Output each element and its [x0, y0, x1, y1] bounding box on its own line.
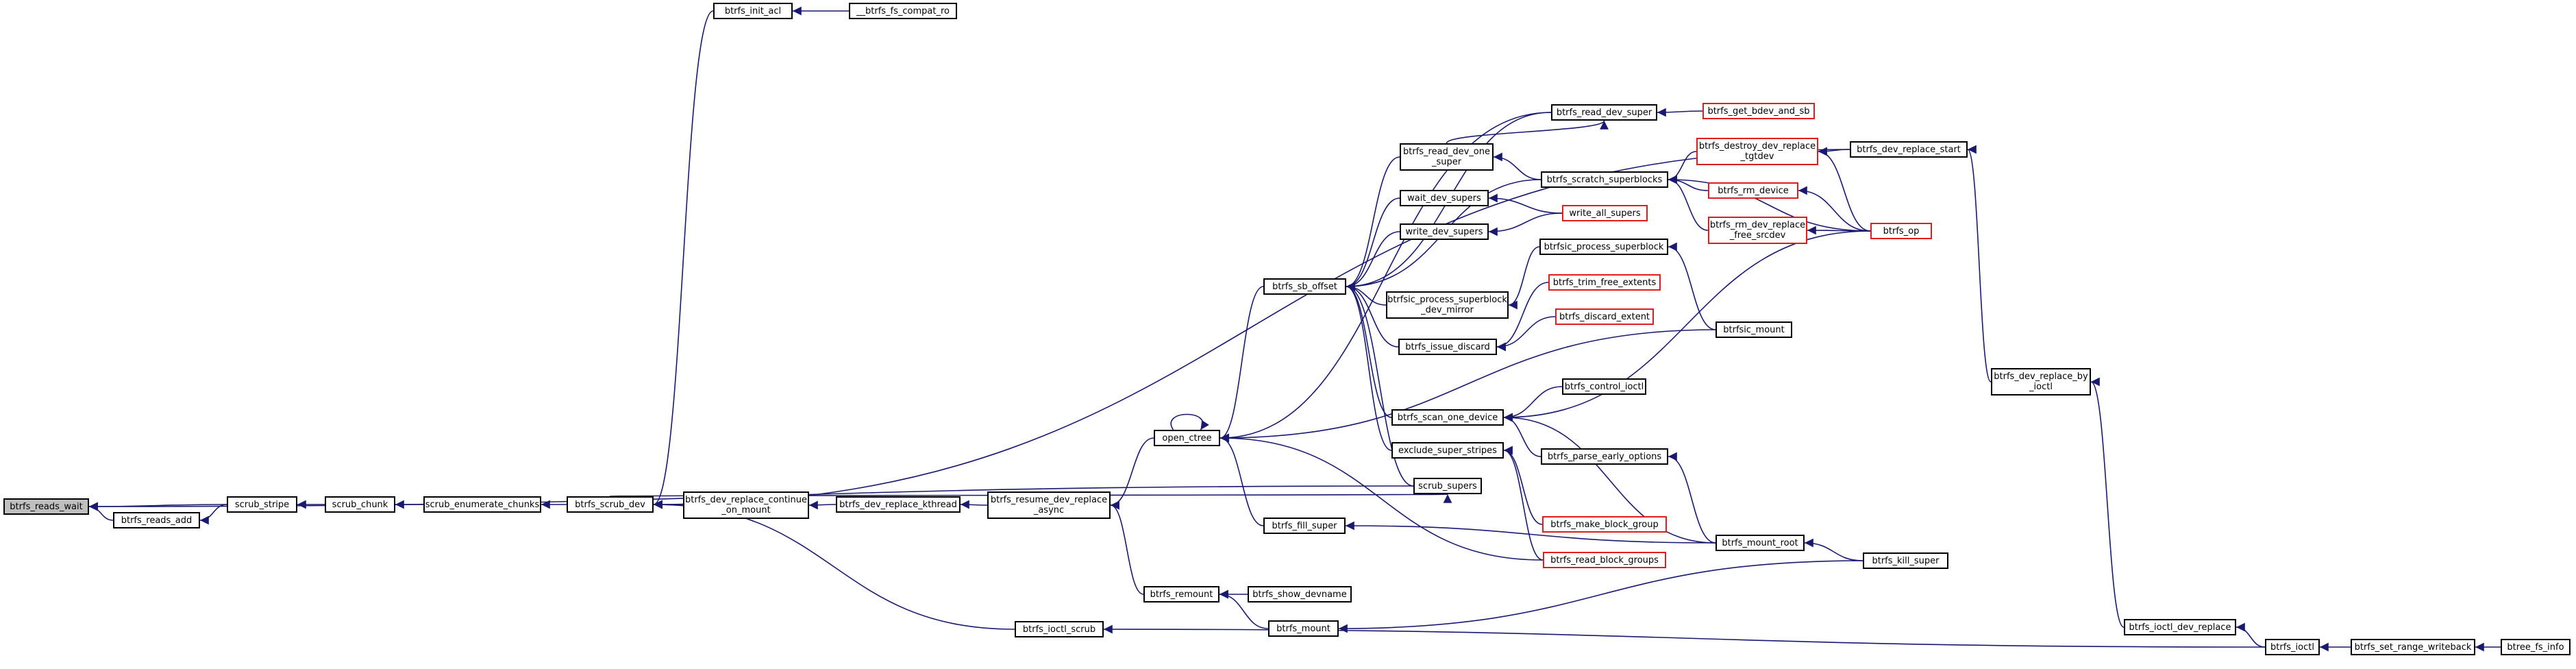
node-btrfs-issue-discard[interactable]: btrfs_issue_discard	[1398, 339, 1497, 355]
node-btrfs-resume-dev-replace-async[interactable]: btrfs_resume_dev_replace _async	[987, 491, 1111, 519]
edge-btrfs-fill-super-to-open-ctree	[1219, 433, 1264, 526]
edge-btrfs-ioctl-to-btrfs-ioctl-dev-replace	[2236, 622, 2266, 648]
node-btrfs-scratch-superblocks[interactable]: btrfs_scratch_superblocks	[1541, 171, 1668, 188]
node-btrfs-ioctl[interactable]: btrfs_ioctl	[2265, 639, 2320, 655]
edge-btrfs-read-dev-one-super-to-btrfs-read-dev-super	[1446, 120, 1609, 144]
node-btrfs-reads-wait[interactable]: btrfs_reads_wait	[3, 498, 89, 515]
edge-btrfs-scratch-superblocks-to-btrfs-read-dev-one-super	[1493, 152, 1541, 180]
node-btrfsic-process-superblock-dev-mirror[interactable]: btrfsic_process_superblock _dev_mirror	[1386, 291, 1509, 319]
node-btrfs-destroy-dev-replace-tgtdev[interactable]: btrfs_destroy_dev_replace _tgtdev	[1696, 138, 1818, 165]
node-btrfs-op[interactable]: btrfs_op	[1870, 223, 1932, 239]
edge-scrub-stripe-to-btrfs-reads-add	[199, 504, 227, 525]
node-btrfs-parse-early-options[interactable]: btrfs_parse_early_options	[1541, 448, 1668, 465]
node-btrfs-set-range-writeback[interactable]: btrfs_set_range_writeback	[2351, 639, 2475, 655]
node-btrfs-dev-replace-continue-on-mount[interactable]: btrfs_dev_replace_continue _on_mount	[683, 491, 809, 519]
edge-btrfs-op-to-btrfs-rm-dev-replace-free-srcdev	[1807, 226, 1871, 235]
node-write-dev-supers[interactable]: write_dev_supers	[1400, 223, 1489, 240]
node---btrfs-fs-compat-ro[interactable]: __btrfs_fs_compat_ro	[849, 3, 957, 19]
edge-write-all-supers-to-wait-dev-supers	[1488, 193, 1563, 214]
node-btrfs-init-acl[interactable]: btrfs_init_acl	[713, 3, 793, 19]
edge-btrfs-op-to-btrfs-rm-device	[1798, 186, 1871, 232]
node-open-ctree[interactable]: open_ctree	[1154, 430, 1220, 446]
node-btrfs-read-block-groups[interactable]: btrfs_read_block_groups	[1543, 552, 1666, 568]
edge-btrfs-make-block-group-to-exclude-super-stripes	[1503, 446, 1543, 525]
node-scrub-stripe[interactable]: scrub_stripe	[227, 496, 297, 513]
edge-btrfs-mount-to-btrfs-remount	[1219, 589, 1269, 629]
edge-btrfs-read-block-groups-to-exclude-super-stripes	[1503, 446, 1544, 561]
edge-btrfs-discard-extent-to-btrfs-issue-discard	[1496, 316, 1556, 352]
node-btrfs-dev-replace-by-ioctl[interactable]: btrfs_dev_replace_by _ioctl	[1991, 368, 2091, 396]
edge-btrfs-destroy-dev-replace-tgtdev-to-btrfs-scratch-superblocks	[1668, 151, 1697, 184]
edge-btrfs-sb-offset-to-open-ctree	[1219, 286, 1264, 443]
edge-btrfsic-process-superblock-to-btrfsic-process-superblock-dev-mirror	[1508, 246, 1540, 310]
edges	[88, 6, 2501, 652]
node-scrub-supers[interactable]: scrub_supers	[1413, 478, 1482, 494]
node-exclude-super-stripes[interactable]: exclude_super_stripes	[1391, 442, 1504, 459]
node-btrfs-dev-replace-start[interactable]: btrfs_dev_replace_start	[1850, 141, 1968, 158]
node-btrfs-fill-super[interactable]: btrfs_fill_super	[1263, 518, 1346, 534]
edge-btrfs-resume-dev-replace-async-to-btrfs-dev-replace-kthread	[960, 500, 988, 509]
node-btrfs-rm-dev-replace-free-srcdev[interactable]: btrfs_rm_dev_replace _free_srcdev	[1708, 217, 1807, 244]
edge-btrfs-read-dev-super-to-open-ctree	[1219, 112, 1552, 443]
edge-btrfs-parse-early-options-to-btrfs-scan-one-device	[1503, 413, 1541, 457]
node-btrfs-scan-one-device[interactable]: btrfs_scan_one_device	[1391, 409, 1504, 426]
node-btrfsic-mount[interactable]: btrfsic_mount	[1716, 321, 1792, 338]
edge-btrfs-kill-super-to-btrfs-mount	[1338, 560, 1863, 633]
edge-btrfs-remount-to-btrfs-resume-dev-replace-async	[1110, 500, 1144, 595]
node-scrub-enumerate-chunks[interactable]: scrub_enumerate_chunks	[423, 496, 541, 513]
node-btree-fs-info[interactable]: btree_fs_info	[2501, 639, 2571, 655]
edge-btrfs-ioctl-scrub-to-btrfs-scrub-dev	[653, 500, 1015, 630]
edge-btrfs-dev-replace-start-to-btrfs-scrub-dev	[653, 149, 1850, 509]
node-wait-dev-supers[interactable]: wait_dev_supers	[1400, 190, 1489, 206]
node-btrfs-mount[interactable]: btrfs_mount	[1268, 620, 1339, 637]
edge-btrfs-kill-super-to-btrfs-mount-root	[1804, 538, 1863, 561]
edge-btrfs-control-ioctl-to-btrfs-scan-one-device	[1503, 386, 1563, 422]
node-btrfs-control-ioctl[interactable]: btrfs_control_ioctl	[1562, 378, 1646, 395]
edge-btrfs-scan-one-device-to-btrfs-sb-offset	[1346, 282, 1392, 418]
edge-btrfs-read-dev-one-super-to-btrfs-sb-offset	[1346, 156, 1400, 291]
node-btrfs-read-dev-one-super[interactable]: btrfs_read_dev_one _super	[1400, 143, 1494, 171]
node-write-all-supers[interactable]: write_all_supers	[1562, 205, 1648, 221]
node-btrfs-scrub-dev[interactable]: btrfs_scrub_dev	[567, 496, 654, 513]
edge-btrfs-mount-root-to-btrfs-fill-super	[1345, 521, 1716, 544]
edge-btrfs-ioctl-dev-replace-to-btrfs-dev-replace-by-ioctl	[2090, 377, 2125, 628]
node-btrfs-dev-replace-kthread[interactable]: btrfs_dev_replace_kthread	[836, 496, 961, 513]
node-btrfs-make-block-group[interactable]: btrfs_make_block_group	[1542, 516, 1667, 533]
edge-btrfs-mount-root-to-btrfs-scan-one-device	[1503, 413, 1716, 544]
node-btrfsic-process-superblock[interactable]: btrfsic_process_superblock	[1539, 239, 1668, 255]
node-btrfs-mount-root[interactable]: btrfs_mount_root	[1716, 535, 1805, 551]
edge-btrfs-op-to-btrfs-destroy-dev-replace-tgtdev	[1818, 147, 1871, 232]
node-btrfs-show-devname[interactable]: btrfs_show_devname	[1248, 586, 1352, 603]
edge-btrfs-mount-root-to-btrfs-parse-early-options	[1668, 452, 1716, 544]
node-btrfs-trim-free-extents[interactable]: btrfs_trim_free_extents	[1548, 274, 1661, 291]
node-btrfs-get-bdev-and-sb[interactable]: btrfs_get_bdev_and_sb	[1702, 103, 1815, 119]
edge-btrfs-rm-dev-replace-free-srcdev-to-btrfs-scratch-superblocks	[1668, 175, 1709, 231]
edge-write-all-supers-to-write-dev-supers	[1488, 212, 1563, 236]
node-btrfs-ioctl-dev-replace[interactable]: btrfs_ioctl_dev_replace	[2124, 619, 2236, 635]
edge-write-dev-supers-to-btrfs-sb-offset	[1346, 231, 1400, 291]
edge-btrfs-dev-replace-kthread-to-btrfs-dev-replace-continue-on-mount	[808, 500, 837, 510]
edge-wait-dev-supers-to-btrfs-sb-offset	[1346, 197, 1400, 291]
node-scrub-chunk[interactable]: scrub_chunk	[325, 496, 395, 513]
node-btrfs-kill-super[interactable]: btrfs_kill_super	[1863, 552, 1948, 569]
edge-btrfsic-mount-to-open-ctree	[1219, 329, 1716, 443]
edge-btrfs-read-block-groups-to-open-ctree	[1219, 433, 1544, 561]
edge-btrfs-op-to-btrfs-scratch-superblocks	[1668, 175, 1871, 232]
edge-btrfs-get-bdev-and-sb-to-btrfs-read-dev-super	[1657, 108, 1703, 117]
edge-btrfs-dev-replace-by-ioctl-to-btrfs-dev-replace-start	[1967, 145, 1992, 382]
node-btrfs-remount[interactable]: btrfs_remount	[1143, 586, 1219, 603]
node-btrfs-ioctl-scrub[interactable]: btrfs_ioctl_scrub	[1015, 621, 1104, 637]
edge-scrub-supers-to-btrfs-sb-offset	[1346, 282, 1414, 487]
node-btrfs-rm-device[interactable]: btrfs_rm_device	[1708, 182, 1798, 199]
node-btrfs-discard-extent[interactable]: btrfs_discard_extent	[1555, 308, 1654, 325]
edge-exclude-super-stripes-to-btrfs-sb-offset	[1346, 282, 1392, 451]
node-btrfs-read-dev-super[interactable]: btrfs_read_dev_super	[1551, 104, 1657, 121]
edge-open-ctree-to-open-ctree	[1170, 413, 1209, 430]
node-btrfs-reads-add[interactable]: btrfs_reads_add	[113, 512, 200, 528]
node-btrfs-sb-offset[interactable]: btrfs_sb_offset	[1263, 278, 1346, 295]
edge-btrfs-reads-add-to-btrfs-reads-wait	[88, 502, 114, 521]
edge-btrfs-init-acl-to-btrfs-scrub-dev	[653, 10, 714, 509]
edge-btrfsic-mount-to-btrfsic-process-superblock	[1668, 242, 1716, 330]
